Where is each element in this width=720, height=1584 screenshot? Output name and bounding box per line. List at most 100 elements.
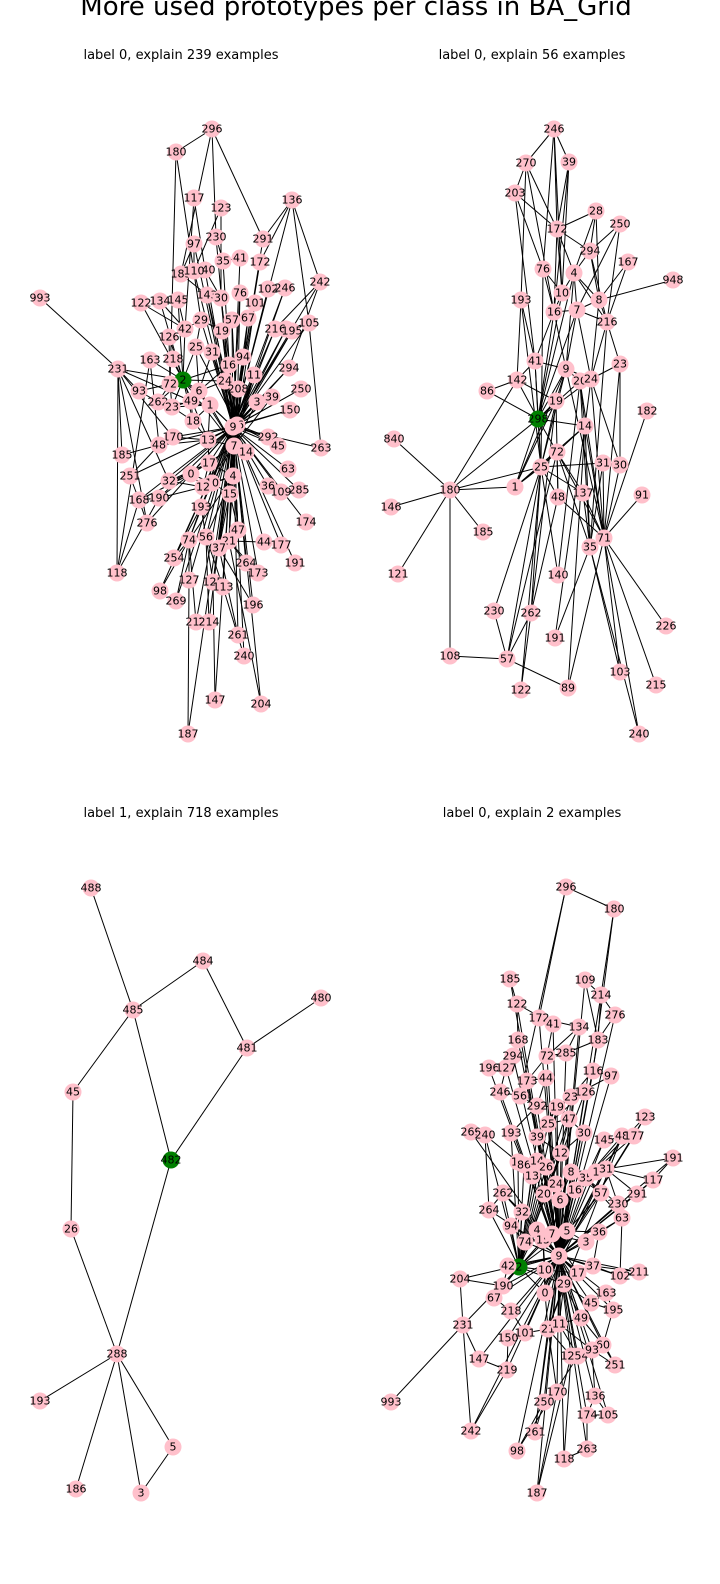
node-label: 484	[193, 955, 214, 968]
node-label: 24	[218, 375, 232, 388]
node-label: 41	[233, 252, 247, 265]
node-label: 117	[643, 1174, 664, 1187]
node-label: 41	[546, 1018, 560, 1031]
node-label: 98	[153, 585, 167, 598]
node-label: 25	[534, 461, 548, 474]
node-marker	[130, 382, 148, 400]
node-marker	[109, 360, 127, 378]
graph-node: 11	[245, 366, 263, 384]
node-label: 48	[152, 439, 166, 452]
edge-group	[39, 887, 322, 1494]
graph-edge	[117, 368, 192, 402]
node-label: 31	[596, 457, 610, 470]
graph-node: 126	[159, 328, 180, 346]
graph-node: 23	[611, 355, 629, 373]
node-label: 488	[81, 882, 102, 895]
graph-edge	[236, 317, 249, 426]
node-marker	[182, 465, 200, 483]
node-marker	[526, 1423, 544, 1441]
graph-edge	[565, 886, 615, 910]
graph-node: 174	[296, 513, 317, 531]
graph-node: 285	[289, 481, 310, 499]
graph-node: 42	[176, 320, 194, 338]
node-label: 230	[608, 1198, 629, 1211]
graph-node: 41	[231, 249, 249, 267]
node-marker	[231, 249, 249, 267]
graph-edge	[116, 1353, 142, 1494]
graph-edge	[117, 368, 170, 482]
graph-node: 196	[243, 596, 264, 614]
edge-group	[390, 128, 674, 735]
node-label: 42	[501, 1260, 515, 1273]
graph-node: 1	[506, 478, 524, 496]
graph-node: 294	[503, 1047, 524, 1065]
node-label: 24	[584, 373, 598, 386]
node-marker	[509, 1031, 527, 1049]
node-label: 145	[594, 1134, 615, 1147]
node-marker	[252, 695, 270, 713]
node-label: 136	[282, 194, 303, 207]
node-label: 10	[555, 287, 569, 300]
node-label: 276	[137, 517, 158, 530]
graph-edge	[232, 317, 249, 428]
node-label: 1	[593, 1166, 600, 1179]
graph-node: 7	[568, 301, 586, 319]
graph-node: 187	[527, 1484, 548, 1502]
node-label: 39	[530, 1131, 544, 1144]
graph-node: 105	[598, 1406, 619, 1424]
node-label: 296	[556, 881, 577, 894]
graph-node: 488	[81, 879, 102, 897]
graph-node: 74	[180, 531, 198, 549]
node-label: 93	[585, 1344, 599, 1357]
graph-node: 123	[211, 199, 232, 217]
graph-edge	[117, 368, 123, 456]
highlight-node: 2	[174, 371, 192, 389]
graph-node: 122	[507, 995, 528, 1013]
node-label: 4	[230, 470, 237, 483]
node-marker	[138, 514, 156, 532]
graph-edge	[75, 1353, 118, 1490]
graph-edge	[232, 475, 239, 531]
node-label: 28	[589, 205, 603, 218]
graph-edge	[514, 368, 567, 488]
node-label: 97	[187, 238, 201, 251]
node-marker	[269, 437, 287, 455]
node-marker	[480, 1059, 498, 1077]
graph-node: 8	[562, 1163, 580, 1181]
graph-node: 251	[120, 467, 141, 485]
graph-node: 163	[140, 351, 161, 369]
graph-node: 172	[529, 1009, 550, 1027]
node-marker	[584, 1062, 602, 1080]
node-marker	[441, 647, 459, 665]
graph-node: 13	[199, 431, 217, 449]
graph-edge	[554, 425, 586, 639]
graph-node: 72	[548, 443, 566, 461]
node-label: 211	[629, 1266, 650, 1279]
graph-node: 262	[148, 393, 169, 411]
node-label: 948	[663, 274, 684, 287]
node-label: 118	[554, 1453, 575, 1466]
node-marker	[149, 393, 167, 411]
graph-node: 218	[163, 350, 184, 368]
graph-node: 264	[479, 1201, 500, 1219]
node-label: 196	[479, 1062, 500, 1075]
graph-node: 216	[597, 313, 618, 331]
node-marker	[590, 291, 608, 309]
graph-node: 76	[231, 284, 249, 302]
node-label: 14	[239, 446, 253, 459]
graph-node: 840	[384, 430, 405, 448]
node-label: 14	[578, 420, 592, 433]
node-label: 263	[311, 442, 332, 455]
graph-node: 134	[569, 1018, 590, 1036]
node-marker	[499, 1257, 517, 1275]
node-marker	[164, 428, 182, 446]
graph-node: 29	[555, 1275, 573, 1293]
graph-node: 147	[469, 1350, 490, 1368]
node-label: 172	[547, 223, 568, 236]
node-marker	[64, 1083, 82, 1101]
node-marker	[385, 430, 403, 448]
node-marker	[462, 1123, 480, 1141]
graph-node: 25	[187, 338, 205, 356]
node-label: 250	[534, 1396, 555, 1409]
